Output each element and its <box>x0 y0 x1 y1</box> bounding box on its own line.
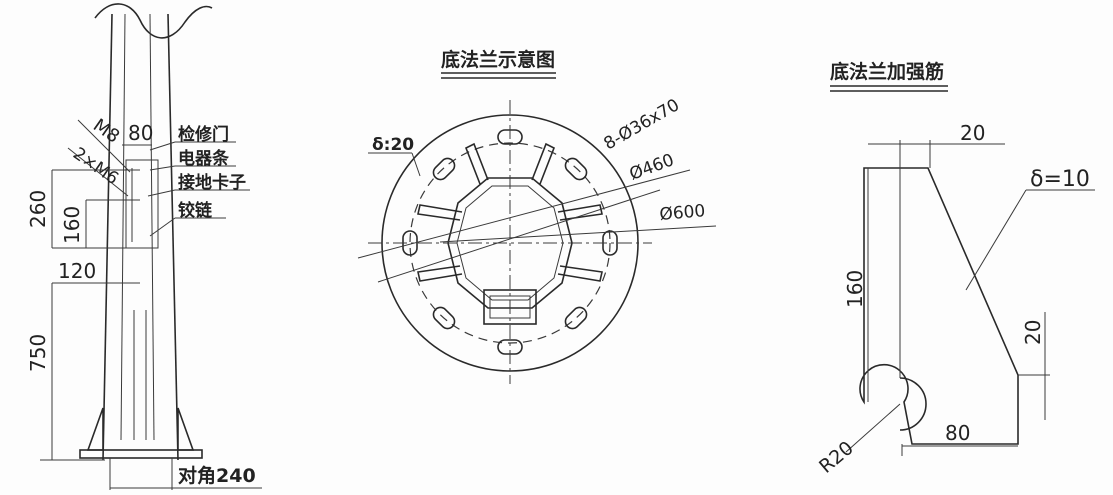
rib-detail: 底法兰加强筋 20 δ=10 160 20 80 R20 <box>815 60 1095 478</box>
flange-thickness-leader <box>411 152 421 177</box>
leader-door <box>149 141 176 151</box>
pole-inner-line <box>149 13 155 441</box>
flange-title: 底法兰示意图 <box>441 48 555 71</box>
dim-rib-side-text: 20 <box>1021 320 1045 345</box>
flange-thickness-label: δ:20 <box>372 135 414 155</box>
dim-rib-top-text: 20 <box>960 121 985 145</box>
dim-rib-height-text: 160 <box>843 270 867 308</box>
flange-shaft-outline <box>447 177 573 309</box>
dim-120-text: 120 <box>58 259 96 283</box>
stiffener <box>464 142 489 185</box>
flange-door-frame <box>483 289 537 325</box>
pole-base-plate <box>79 449 203 459</box>
bolt-2xm6-label: 2×M6 <box>69 144 122 189</box>
flange-pcd-label: Ø460 <box>627 150 677 184</box>
label-hinge: 铰链 <box>178 200 213 221</box>
dim-160-text: 160 <box>60 206 84 244</box>
pole-door-outline <box>125 159 159 249</box>
stiffener <box>417 204 463 221</box>
label-box: 电器条 <box>178 148 230 169</box>
slot-hole <box>432 157 456 181</box>
pole-inner-line <box>120 13 126 441</box>
slot-hole <box>564 157 588 181</box>
rib-notch-arc <box>899 377 927 431</box>
slot-hole <box>432 306 456 330</box>
label-ground: 接地卡子 <box>178 172 246 193</box>
leader-holes <box>357 169 691 259</box>
dim-260-text: 260 <box>26 190 50 228</box>
stiffener <box>531 142 556 185</box>
leader-box <box>149 165 176 171</box>
leader-2xm6 <box>67 147 129 197</box>
pole-break-line <box>94 3 213 39</box>
leader-m8 <box>77 119 131 173</box>
pole-outline-left <box>102 13 113 461</box>
rib-radius-label: R20 <box>815 437 858 478</box>
flange-outer-label: Ø600 <box>659 201 706 225</box>
leader-rib-thickness <box>965 189 1027 291</box>
leader-hinge <box>149 217 176 237</box>
stiffener <box>417 265 463 282</box>
dim-rib-bottom-text: 80 <box>945 421 970 445</box>
stiffener <box>557 265 603 282</box>
leader-rib-radius <box>845 403 901 453</box>
dim-diag240-text: 对角240 <box>178 464 256 487</box>
rib-thickness-label: δ=10 <box>1030 167 1090 192</box>
leader-outer <box>439 225 717 243</box>
pole-outline-right <box>167 13 179 461</box>
slot-hole <box>564 306 588 330</box>
pole-base-gusset-left <box>86 407 104 451</box>
flange-plan: 底法兰示意图 <box>357 48 717 384</box>
rib-outline <box>859 167 1019 445</box>
bolt-m8-label: M8 <box>89 115 123 148</box>
label-door: 检修门 <box>178 124 229 145</box>
dim-80-text: 80 <box>128 121 153 145</box>
leader-ground <box>147 189 176 197</box>
pole-elevation: 80 M8 2×M6 检修门 电器条 接地卡子 铰链 260 160 120 <box>26 3 262 490</box>
rib-title: 底法兰加强筋 <box>830 60 944 83</box>
leader-pcd <box>377 189 661 283</box>
pole-base-gusset-right <box>177 407 195 451</box>
flange-holes-label: 8-Ø36x70 <box>601 95 683 154</box>
dim-750-text: 750 <box>26 334 50 372</box>
